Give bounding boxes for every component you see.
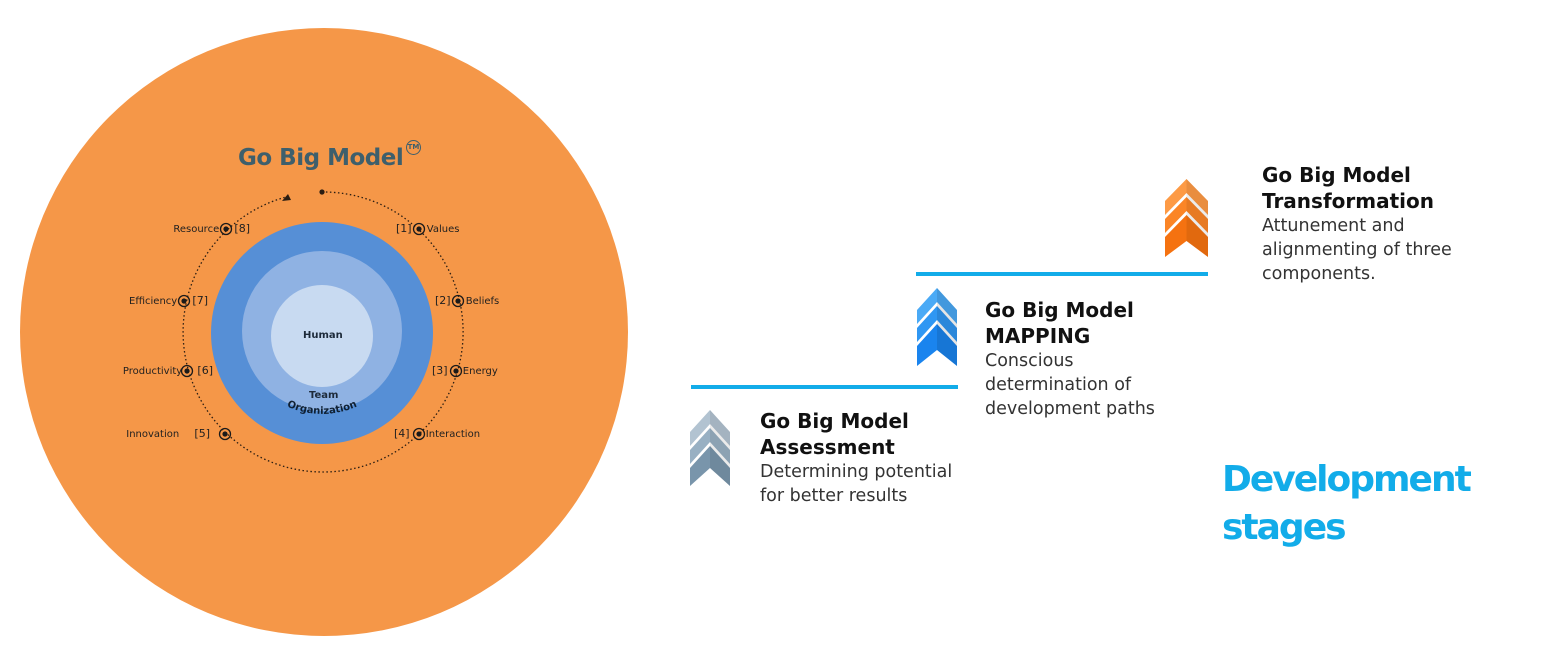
values-marker-icon bbox=[412, 222, 426, 236]
cycle-path bbox=[182, 189, 464, 473]
cycle-label: Interaction bbox=[425, 429, 481, 440]
productivity-marker-icon bbox=[180, 364, 194, 378]
cycle-number: [1] bbox=[396, 222, 412, 235]
stage-desc-line: alignmenting of three bbox=[1262, 240, 1452, 260]
cycle-item-interaction: [4] Interaction bbox=[394, 428, 480, 441]
assessment-title: Go Big Model Assessment bbox=[760, 408, 909, 460]
cycle-label: Beliefs bbox=[465, 296, 500, 307]
step-line-2 bbox=[916, 272, 1208, 276]
stage-desc-line: for better results bbox=[760, 486, 908, 506]
heading-line: Development bbox=[1222, 459, 1472, 500]
cycle-number: [7] bbox=[192, 294, 208, 307]
cycle-item-productivity: Productivity [6] bbox=[123, 365, 213, 378]
cycle-label: Innovation bbox=[126, 429, 180, 440]
stage-desc-line: development paths bbox=[985, 399, 1155, 419]
cycle-item-resource: Resource [8] bbox=[173, 223, 250, 236]
assessment-chevron-icon bbox=[690, 410, 730, 486]
efficiency-marker-icon bbox=[177, 294, 191, 308]
stage-desc-line: determination of bbox=[985, 375, 1132, 395]
team-label: Team bbox=[309, 390, 339, 401]
mapping-title: Go Big Model MAPPING bbox=[985, 297, 1134, 349]
innovation-marker-icon bbox=[218, 427, 232, 441]
stage-title-line: Assessment bbox=[760, 435, 895, 459]
stage-title-line: MAPPING bbox=[985, 324, 1091, 348]
stage-title-line: Go Big Model bbox=[760, 409, 909, 433]
stage-desc-line: Attunement and bbox=[1262, 216, 1405, 236]
trademark-icon: TM bbox=[406, 140, 421, 155]
cycle-number: [6] bbox=[197, 364, 213, 377]
mapping-description: Conscious determination of development p… bbox=[985, 349, 1155, 421]
cycle-item-energy: [3] Energy bbox=[432, 365, 498, 378]
heading-line: stages bbox=[1222, 507, 1347, 548]
energy-marker-icon bbox=[449, 364, 463, 378]
stage-title-line: Transformation bbox=[1262, 189, 1434, 213]
cycle-number: [4] bbox=[394, 427, 410, 440]
model-title: Go Big Model bbox=[238, 145, 404, 171]
transformation-chevron-icon bbox=[1165, 179, 1208, 257]
stage-title-line: Go Big Model bbox=[1262, 163, 1411, 187]
cycle-item-beliefs: [2] Beliefs bbox=[435, 295, 499, 308]
cycle-label: Energy bbox=[462, 366, 498, 377]
stage-title-line: Go Big Model bbox=[985, 298, 1134, 322]
cycle-label: Resource bbox=[173, 224, 220, 235]
cycle-number: [5] bbox=[194, 427, 210, 440]
cycle-markers bbox=[177, 222, 465, 441]
cycle-number: [3] bbox=[432, 364, 448, 377]
transformation-description: Attunement and alignmenting of three com… bbox=[1262, 214, 1452, 286]
cycle-item-innovation: Innovation [5] bbox=[126, 428, 210, 441]
resource-marker-icon bbox=[219, 222, 233, 236]
organization-label: Organization bbox=[286, 399, 359, 417]
cycle-label: Productivity bbox=[122, 366, 183, 377]
cycle-label: Values bbox=[426, 224, 460, 235]
assessment-description: Determining potential for better results bbox=[760, 460, 952, 508]
stage-desc-line: components. bbox=[1262, 264, 1376, 284]
transformation-title: Go Big Model Transformation bbox=[1262, 162, 1434, 214]
development-stages-heading: Development stages bbox=[1222, 456, 1472, 552]
interaction-marker-icon bbox=[412, 427, 426, 441]
cycle-item-values: [1] Values bbox=[396, 223, 459, 236]
stage-desc-line: Conscious bbox=[985, 351, 1074, 371]
human-ring bbox=[271, 285, 373, 387]
mapping-chevron-icon bbox=[917, 288, 957, 366]
cycle-label: Efficiency bbox=[129, 296, 178, 307]
stage-desc-line: Determining potential bbox=[760, 462, 953, 482]
step-line-1 bbox=[691, 385, 958, 389]
human-label: Human bbox=[303, 330, 343, 341]
cycle-number: [8] bbox=[234, 222, 250, 235]
cycle-item-efficiency: Efficiency [7] bbox=[129, 295, 208, 308]
cycle-number: [2] bbox=[435, 294, 451, 307]
beliefs-marker-icon bbox=[451, 294, 465, 308]
